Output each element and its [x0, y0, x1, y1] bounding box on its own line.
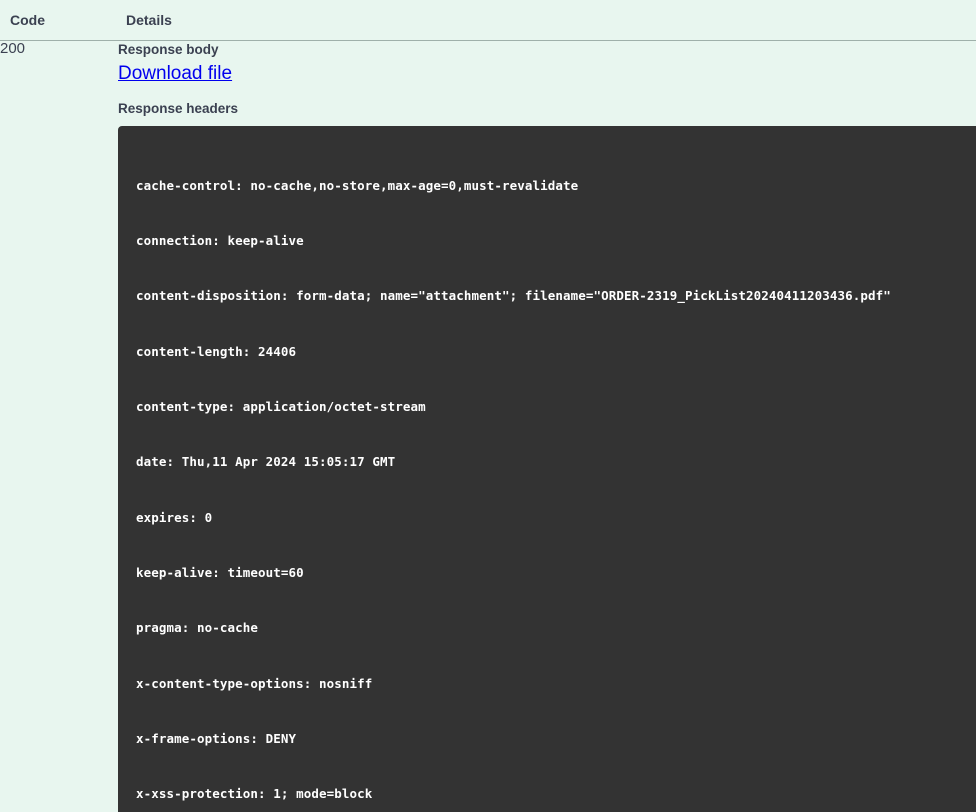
table-row: 200 Response body Download file Response…: [0, 41, 976, 812]
response-body-label: Response body: [118, 41, 976, 59]
header-line: x-xss-protection: 1; mode=block: [136, 784, 976, 803]
download-file-row: Download file: [118, 62, 976, 86]
header-line: content-disposition: form-data; name="at…: [136, 286, 976, 305]
response-headers-code-block[interactable]: cache-control: no-cache,no-store,max-age…: [118, 126, 976, 812]
responses-table-body: 200 Response body Download file Response…: [0, 41, 976, 812]
header-line: date: Thu,11 Apr 2024 15:05:17 GMT: [136, 452, 976, 471]
responses-table-head: Code Details: [0, 0, 976, 41]
header-line: pragma: no-cache: [136, 618, 976, 637]
column-header-code: Code: [0, 0, 118, 41]
column-header-details: Details: [118, 0, 976, 41]
download-file-link[interactable]: Download file: [118, 63, 232, 84]
header-line: keep-alive: timeout=60: [136, 563, 976, 582]
header-line: expires: 0: [136, 508, 976, 527]
header-line: x-content-type-options: nosniff: [136, 674, 976, 693]
responses-table-header-row: Code Details: [0, 0, 976, 41]
responses-panel: Code Details 200 Response body Download …: [0, 0, 976, 406]
header-line: connection: keep-alive: [136, 231, 976, 250]
response-status-code: 200: [0, 41, 118, 812]
header-line: cache-control: no-cache,no-store,max-age…: [136, 176, 976, 195]
header-line: content-type: application/octet-stream: [136, 397, 976, 416]
header-line: x-frame-options: DENY: [136, 729, 976, 748]
header-line: content-length: 24406: [136, 342, 976, 361]
response-details-cell: Response body Download file Response hea…: [118, 41, 976, 812]
response-headers-label: Response headers: [118, 100, 976, 118]
